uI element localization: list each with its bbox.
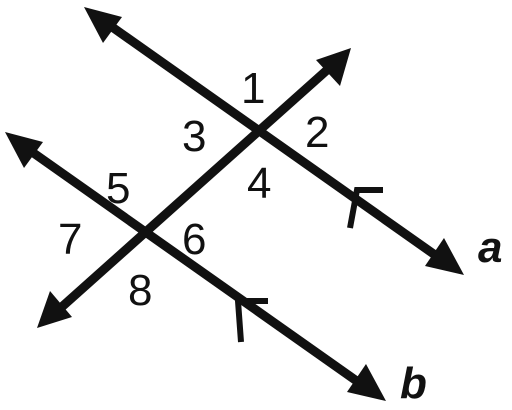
- line-a-parallel-tick: [347, 187, 383, 229]
- line-a-label: a: [478, 223, 502, 272]
- line-b-parallel-tick: [234, 298, 268, 343]
- line-a: [102, 18, 448, 266]
- line-a-arrowhead-upper-left: [84, 7, 122, 43]
- angle-label-6: 6: [182, 215, 206, 264]
- line-b-arrowhead-upper-left: [5, 132, 43, 168]
- transversal-line: [52, 58, 339, 317]
- line-b-label: b: [400, 359, 427, 408]
- transversal-arrowhead-lower-left: [37, 291, 72, 328]
- angle-label-4: 4: [247, 159, 271, 208]
- angle-label-2: 2: [305, 108, 329, 157]
- line-b-arrowhead-lower-right: [347, 364, 386, 401]
- angle-label-7: 7: [58, 215, 82, 264]
- angle-label-8: 8: [128, 266, 152, 315]
- line-b: [22, 143, 371, 393]
- angle-label-5: 5: [106, 164, 130, 213]
- transversal-arrowhead-upper-right: [316, 48, 351, 86]
- line-a-arrowhead-lower-right: [425, 238, 464, 275]
- angle-label-3: 3: [182, 112, 206, 161]
- angle-label-1: 1: [241, 64, 265, 113]
